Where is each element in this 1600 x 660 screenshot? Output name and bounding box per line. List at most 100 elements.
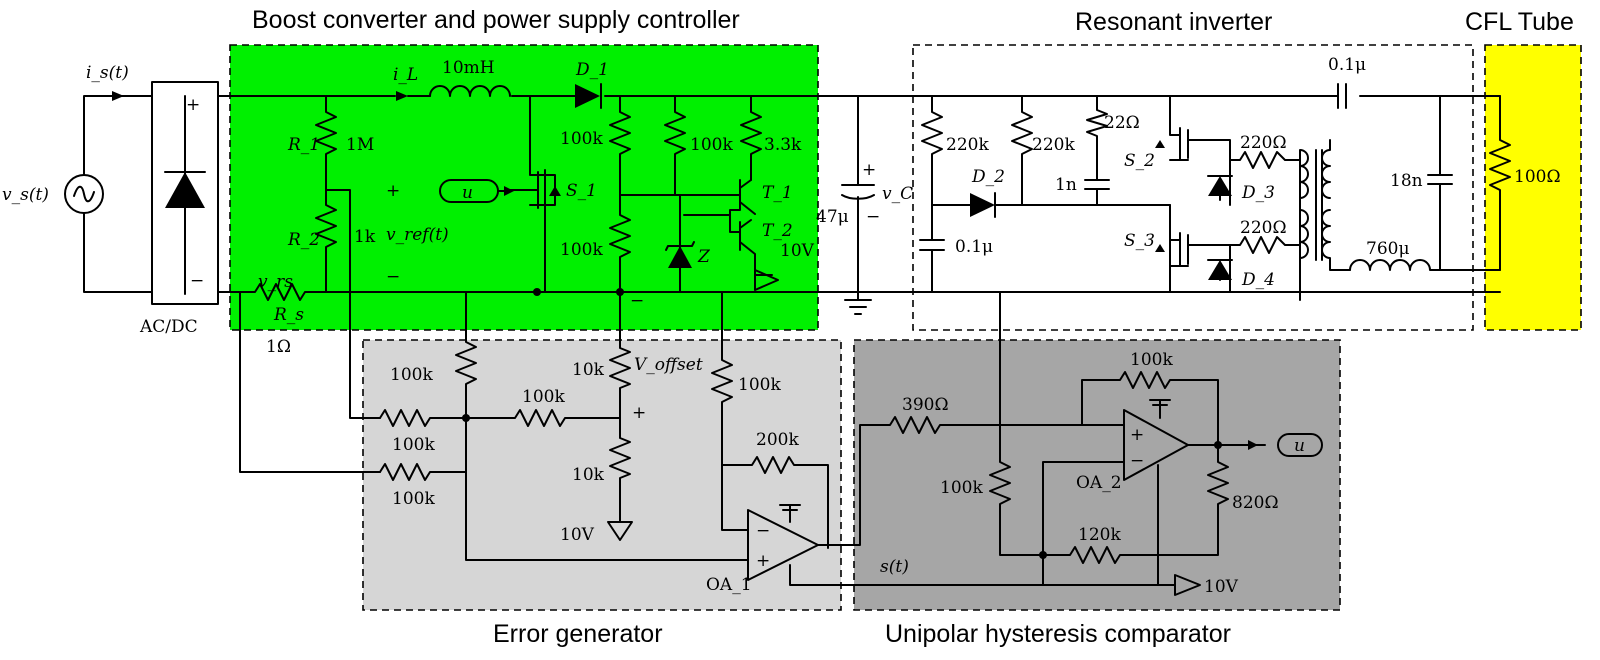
tube-r-value: 100Ω: [1514, 167, 1561, 187]
boost-10v-label: 10V: [780, 241, 815, 261]
svg-text:−: −: [386, 267, 400, 287]
inductor-10mh: [429, 85, 511, 97]
svg-text:+: +: [632, 403, 646, 423]
boost-region: [230, 45, 818, 330]
comparator-border: [853, 339, 1341, 611]
r220c-value: 220Ω: [1240, 133, 1287, 153]
r33-value: 3.3k: [764, 135, 802, 155]
inverter-title: Resonant inverter: [1075, 8, 1272, 36]
error-title: Error generator: [493, 620, 663, 648]
zener-icon: [668, 246, 692, 268]
is-label: i_s(t): [86, 63, 129, 83]
boost-title: Boost converter and power supply control…: [252, 6, 740, 34]
error-region: [363, 340, 841, 610]
comparator-region: [854, 340, 1340, 610]
err-r10a: 10k: [572, 360, 605, 380]
vref-label: v_ref(t): [386, 225, 449, 245]
ctop-value: 0.1μ: [1328, 55, 1366, 75]
err-r100-left1: 100k: [392, 435, 435, 455]
vs-label: v_s(t): [2, 185, 49, 205]
opamp-oa1: [747, 509, 819, 581]
rectifier-box: [151, 81, 219, 305]
diode-d3-icon: [1208, 176, 1232, 196]
oa2-label: OA_2: [1076, 473, 1122, 493]
svg-text:+: +: [756, 551, 770, 571]
comparator-title: Unipolar hysteresis comparator: [885, 620, 1231, 648]
r1-label: R_1: [287, 135, 320, 155]
cmp-r100-v: 100k: [940, 478, 983, 498]
r220a-value: 220k: [946, 135, 989, 155]
s1-label: S_1: [566, 181, 597, 201]
l760-value: 760μ: [1366, 239, 1410, 259]
svg-text:+: +: [386, 181, 400, 201]
c1n-value: 1n: [1055, 175, 1077, 195]
cmp-r820: 820Ω: [1232, 493, 1279, 513]
rs-value: 1Ω: [266, 337, 291, 357]
svg-text:−: −: [866, 207, 880, 227]
diode-d2-icon: [970, 193, 995, 217]
err-r200: 200k: [756, 430, 799, 450]
r1-value: 1M: [346, 135, 374, 155]
s-label: s(t): [880, 557, 909, 577]
input-stage: [64, 81, 219, 305]
c47-label: 47μ: [816, 207, 849, 227]
z-label: Z: [697, 247, 711, 267]
error-border: [362, 339, 842, 611]
gate-u-label: u: [462, 183, 473, 203]
d2-label: D_2: [971, 167, 1005, 187]
s3-label: S_3: [1124, 231, 1155, 251]
rect-minus: −: [190, 271, 204, 291]
err-r10b: 10k: [572, 465, 605, 485]
r220b-value: 220k: [1032, 135, 1075, 155]
c18-value: 18n: [1390, 171, 1423, 191]
svg-text:+: +: [862, 160, 876, 180]
err-r100-left2: 100k: [392, 489, 435, 509]
voffset-label: V_offset: [634, 355, 703, 375]
rectifier-diode-icon: [165, 172, 205, 208]
tube-border: [1484, 44, 1582, 331]
opamp-oa2: [1123, 409, 1189, 481]
diode-d4-icon: [1208, 260, 1232, 280]
tube-title: CFL Tube: [1465, 8, 1574, 36]
diode-d1-icon: [575, 84, 600, 108]
ac-source-icon: [64, 174, 104, 214]
oa1-label: OA_1: [706, 575, 752, 595]
r100c-value: 100k: [690, 135, 733, 155]
t1-label: T_1: [762, 183, 793, 203]
err-10v-label: 10V: [560, 525, 595, 545]
d1-label: D_1: [575, 60, 609, 80]
output-u-box: [1277, 433, 1323, 457]
vrs-label: v_rs: [258, 272, 293, 292]
vc-label: v_C: [882, 184, 913, 204]
err-r100-right: 100k: [738, 375, 781, 395]
svg-text:−: −: [756, 521, 770, 541]
r220d-value: 220Ω: [1240, 218, 1287, 238]
svg-text:−: −: [630, 291, 644, 311]
err-r100-mid: 100k: [522, 387, 565, 407]
c01-value: 0.1μ: [955, 237, 993, 257]
rect-plus: +: [186, 95, 200, 115]
r22-value: 22Ω: [1104, 113, 1140, 133]
boost-border: [229, 44, 819, 331]
acdc-label: AC/DC: [139, 317, 198, 337]
inductor-760u: [1349, 259, 1501, 271]
svg-text:−: −: [1130, 451, 1144, 471]
inverter-border: [912, 44, 1474, 331]
d3-label: D_3: [1241, 183, 1275, 203]
r100b-value: 100k: [560, 240, 603, 260]
cmp-r120: 120k: [1078, 525, 1121, 545]
d4-label: D_4: [1241, 270, 1275, 290]
s2-label: S_2: [1124, 151, 1155, 171]
out-u-label: u: [1294, 436, 1305, 456]
tube-region: [1485, 45, 1581, 330]
err-r100-top: 100k: [390, 365, 433, 385]
il-label: i_L: [393, 65, 418, 85]
cmp-r100-fb: 100k: [1130, 350, 1173, 370]
svg-text:+: +: [1130, 425, 1144, 445]
r2-value: 1k: [354, 227, 376, 247]
cmp-10v-label: 10V: [1204, 577, 1239, 597]
rs-label: R_s: [273, 305, 304, 325]
r2-label: R_2: [287, 230, 320, 250]
